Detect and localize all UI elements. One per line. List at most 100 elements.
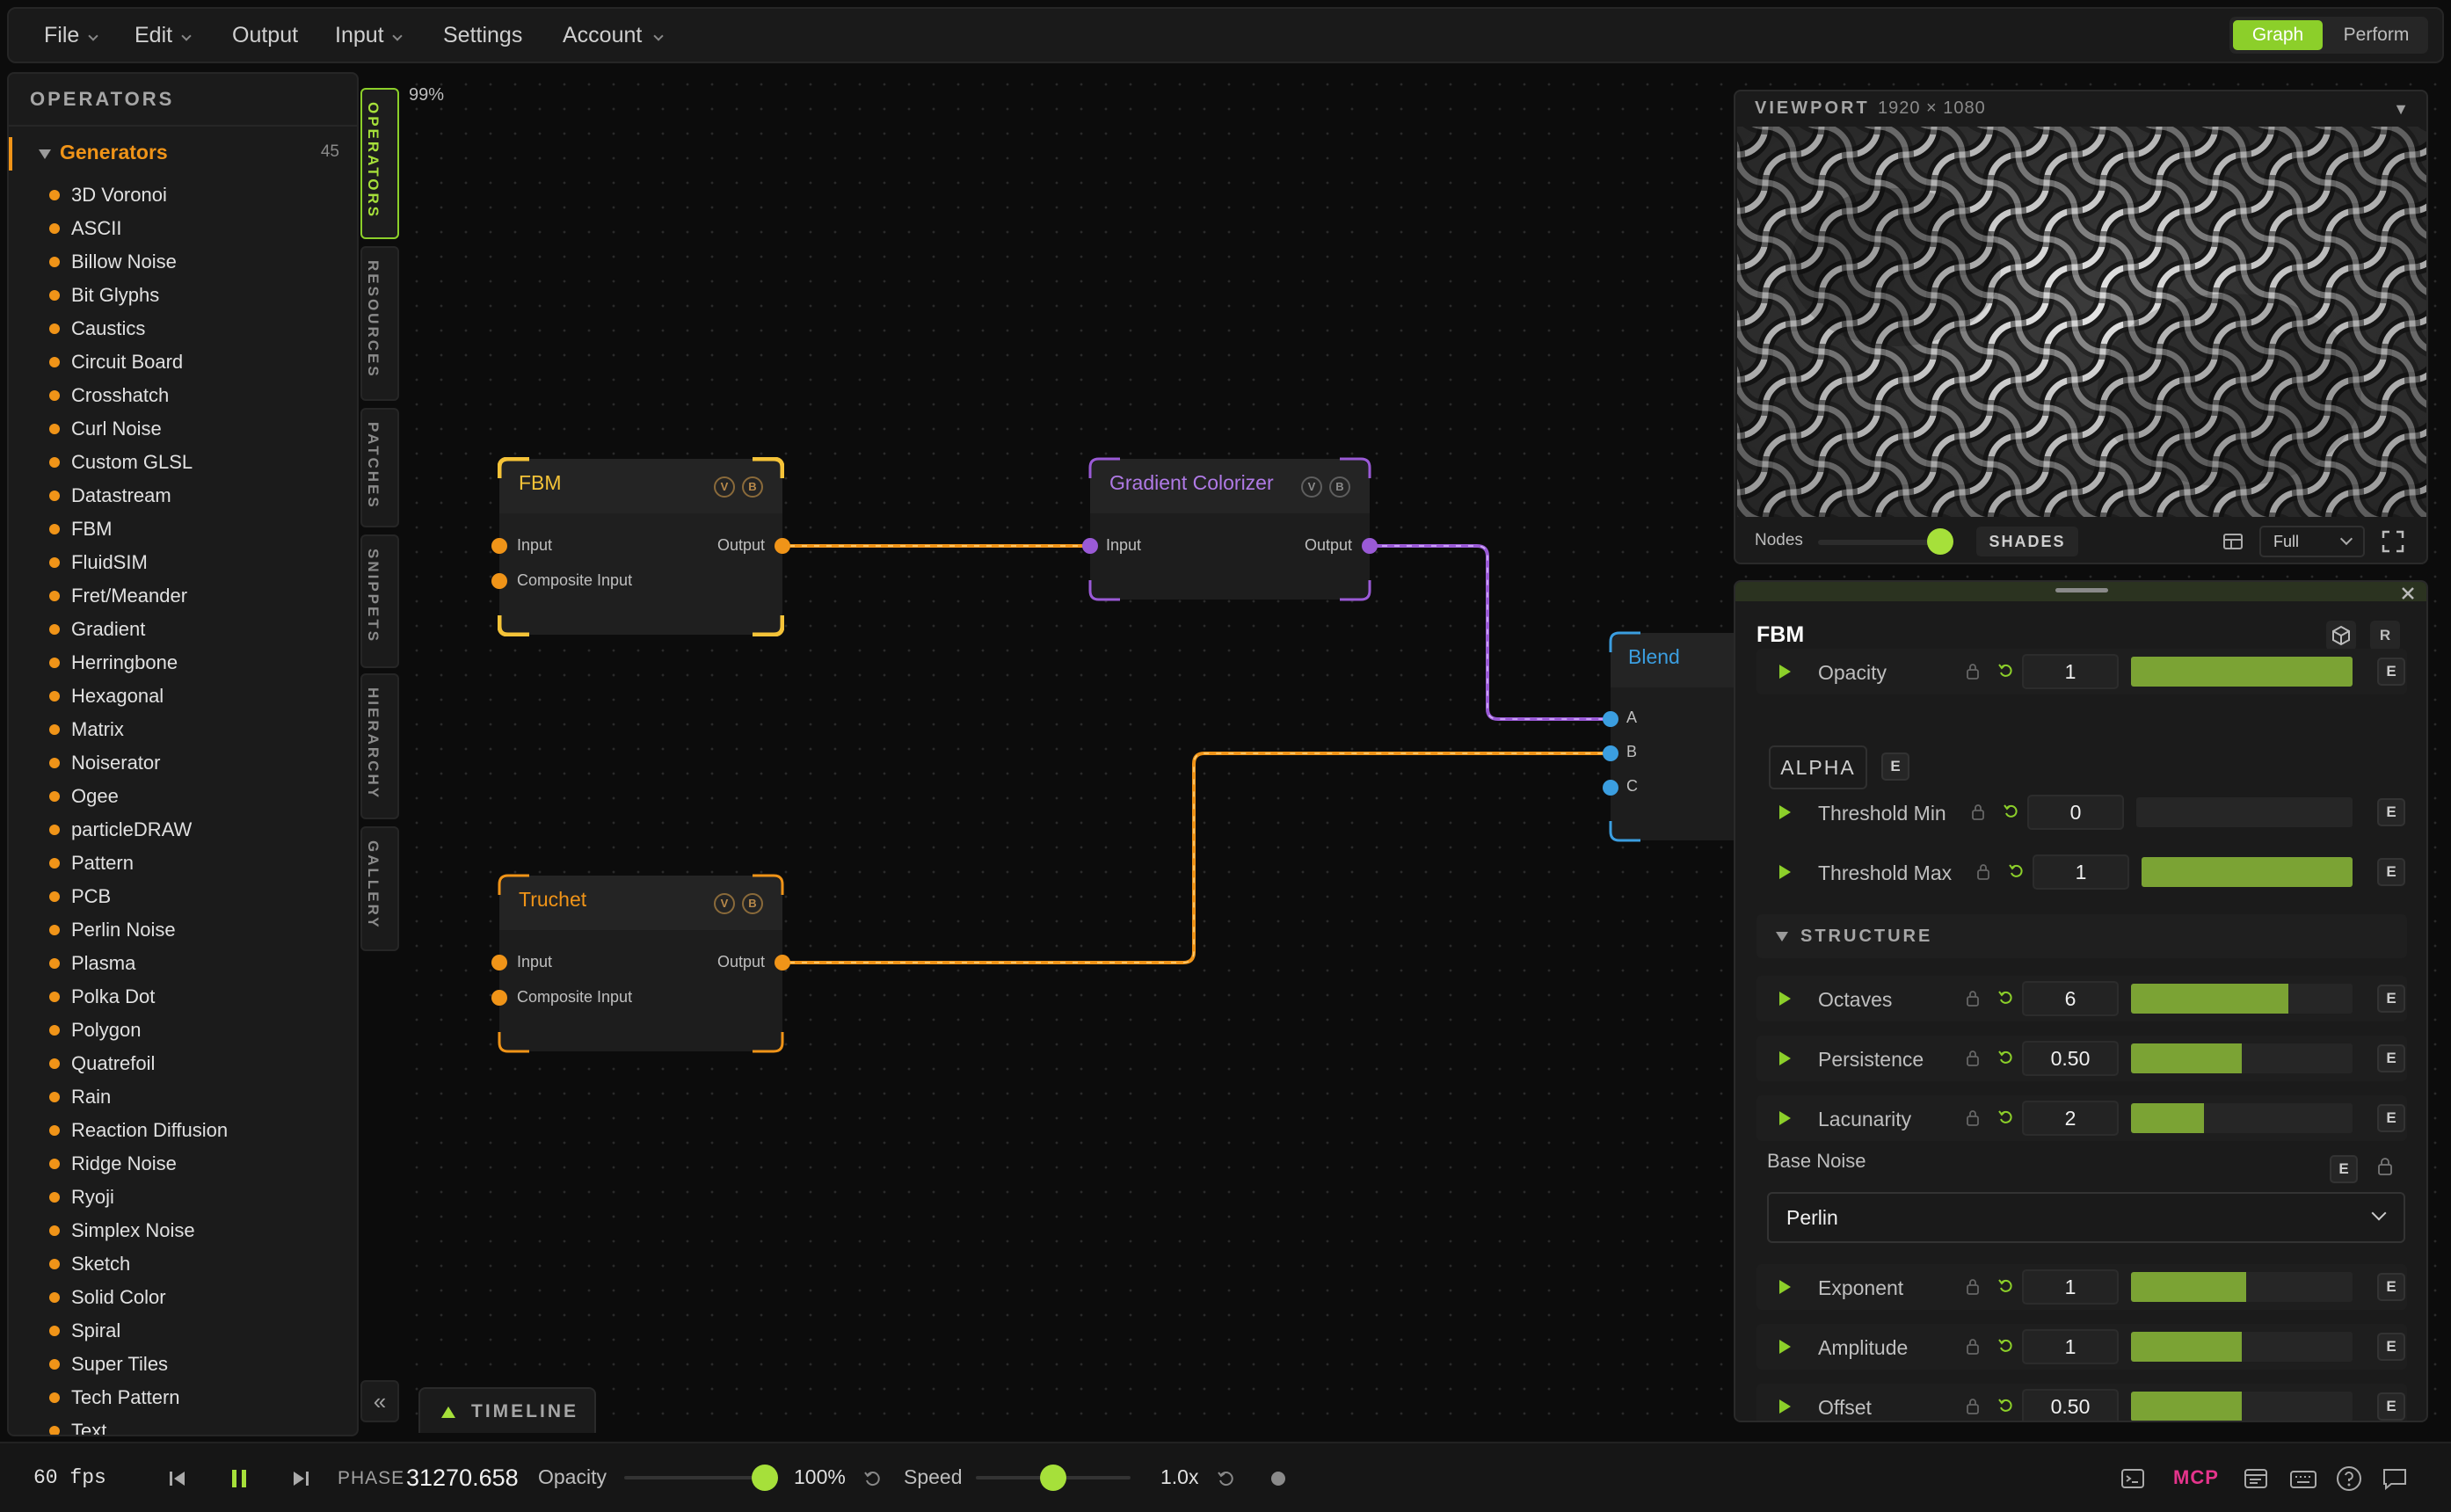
param-expression-button[interactable]: E — [2377, 1104, 2405, 1132]
operator-item[interactable]: ASCII — [9, 211, 357, 244]
operator-item[interactable]: Ridge Noise — [9, 1146, 357, 1180]
operator-item[interactable]: Bit Glyphs — [9, 278, 357, 311]
category-collapse-triangle-icon[interactable] — [39, 149, 51, 159]
inspector-drag-handle[interactable] — [1735, 582, 2426, 601]
node-gradient-output-port[interactable] — [1362, 538, 1378, 554]
viewport-preview[interactable] — [1737, 127, 2426, 517]
wire-gradient-to-blend-a[interactable] — [1370, 544, 1611, 721]
node-fbm-output-port[interactable] — [775, 538, 790, 554]
operator-item[interactable]: Gradient — [9, 612, 357, 645]
speed-slider-handle[interactable] — [1040, 1465, 1066, 1491]
param-value-field[interactable]: 1 — [2033, 854, 2129, 890]
node-blend-a-port[interactable] — [1603, 711, 1618, 727]
param-animate-triangle-icon[interactable] — [1779, 992, 1791, 1006]
param-animate-triangle-icon[interactable] — [1779, 665, 1791, 679]
node-fbm-input-port[interactable] — [491, 538, 507, 554]
operator-item[interactable]: Perlin Noise — [9, 912, 357, 946]
node-gradient-input-port[interactable] — [1082, 538, 1098, 554]
operator-item[interactable]: Pattern — [9, 846, 357, 879]
param-animate-triangle-icon[interactable] — [1779, 1340, 1791, 1354]
operator-item[interactable]: Tech Pattern — [9, 1380, 357, 1414]
operator-item[interactable]: Rain — [9, 1079, 357, 1113]
structure-section-header[interactable]: STRUCTURE — [1756, 914, 2407, 958]
node-fbm-visibility-badge[interactable]: V — [714, 476, 735, 498]
param-lock-icon[interactable] — [1966, 1398, 1980, 1415]
param-reset-icon[interactable] — [1997, 1050, 2013, 1065]
param-lock-icon[interactable] — [1976, 863, 1990, 881]
param-lock-icon[interactable] — [1966, 1050, 1980, 1067]
node-truchet-composite-port[interactable] — [491, 990, 507, 1006]
menu-account[interactable]: Account — [563, 9, 642, 62]
param-value-field[interactable]: 1 — [2022, 1269, 2119, 1305]
param-lock-icon[interactable] — [1966, 1338, 1980, 1356]
menu-input[interactable]: Input — [335, 9, 384, 62]
operator-item[interactable]: Noiserator — [9, 745, 357, 779]
tab-gallery[interactable]: GALLERY — [360, 826, 399, 951]
node-truchet-header[interactable]: Truchet V B — [499, 876, 782, 930]
perform-mode-button[interactable]: Perform — [2343, 25, 2410, 45]
inspector-3d-button[interactable] — [2326, 621, 2356, 651]
param-value-field[interactable]: 0.50 — [2022, 1389, 2119, 1421]
operator-item[interactable]: Caustics — [9, 311, 357, 345]
param-animate-triangle-icon[interactable] — [1779, 1280, 1791, 1294]
operator-item[interactable]: PCB — [9, 879, 357, 912]
param-animate-triangle-icon[interactable] — [1779, 1111, 1791, 1125]
param-slider[interactable] — [2131, 1103, 2353, 1133]
operator-item[interactable]: Solid Color — [9, 1280, 357, 1313]
operator-item[interactable]: Polka Dot — [9, 979, 357, 1013]
speed-reset-icon[interactable] — [1217, 1470, 1234, 1487]
param-animate-triangle-icon[interactable] — [1779, 805, 1791, 819]
tab-hierarchy[interactable]: HIERARCHY — [360, 673, 399, 819]
param-slider[interactable] — [2136, 797, 2353, 827]
base-noise-select[interactable]: Perlin — [1767, 1192, 2405, 1243]
operator-item[interactable]: Datastream — [9, 478, 357, 512]
close-icon[interactable] — [2400, 585, 2416, 601]
operator-item[interactable]: Spiral — [9, 1313, 357, 1347]
collapse-sidebar-button[interactable]: « — [360, 1380, 399, 1422]
node-truchet[interactable]: Truchet V B Input Composite Input Output — [491, 874, 790, 1053]
param-expression-button[interactable]: E — [2377, 1333, 2405, 1361]
param-reset-icon[interactable] — [1997, 1278, 2013, 1294]
nodes-opacity-slider-handle[interactable] — [1927, 528, 1953, 555]
operator-item[interactable]: particleDRAW — [9, 812, 357, 846]
node-blend-b-port[interactable] — [1603, 745, 1618, 761]
menu-edit[interactable]: Edit — [135, 9, 172, 62]
node-gradient-bypass-badge[interactable]: B — [1329, 476, 1350, 498]
nodes-opacity-slider-track[interactable] — [1818, 540, 1932, 545]
help-icon[interactable] — [2335, 1465, 2363, 1493]
param-lock-icon[interactable] — [1971, 803, 1985, 821]
tab-resources[interactable]: RESOURCES — [360, 246, 399, 401]
graph-mode-button[interactable]: Graph — [2233, 20, 2323, 50]
param-lock-icon[interactable] — [1966, 663, 1980, 680]
param-slider[interactable] — [2131, 1392, 2353, 1421]
param-lock-icon[interactable] — [1966, 1278, 1980, 1296]
operator-item[interactable]: Super Tiles — [9, 1347, 357, 1380]
opacity-reset-icon[interactable] — [863, 1470, 881, 1487]
param-value-field[interactable]: 2 — [2022, 1101, 2119, 1136]
menu-output[interactable]: Output — [232, 9, 298, 62]
opacity-slider-track[interactable] — [624, 1476, 765, 1479]
operator-item[interactable]: Circuit Board — [9, 345, 357, 378]
param-expression-button[interactable]: E — [2377, 1273, 2405, 1301]
operator-item[interactable]: Fret/Meander — [9, 578, 357, 612]
node-gradient-header[interactable]: Gradient Colorizer V B — [1090, 459, 1370, 513]
param-lock-icon[interactable] — [1966, 1109, 1980, 1127]
node-gradient-visibility-badge[interactable]: V — [1301, 476, 1322, 498]
operator-item[interactable]: 3D Voronoi — [9, 178, 357, 211]
param-animate-triangle-icon[interactable] — [1779, 1399, 1791, 1414]
tab-patches[interactable]: PATCHES — [360, 408, 399, 527]
param-slider[interactable] — [2131, 984, 2353, 1014]
param-reset-icon[interactable] — [2003, 803, 2018, 819]
param-value-field[interactable]: 6 — [2022, 981, 2119, 1016]
node-fbm[interactable]: FBM V B Input Composite Input Output — [491, 457, 790, 636]
param-expression-button[interactable]: E — [2377, 1044, 2405, 1072]
inspector-reset-button[interactable]: R — [2370, 621, 2400, 651]
shades-button[interactable]: SHADES — [1976, 527, 2078, 556]
terminal-icon[interactable] — [2120, 1466, 2145, 1491]
param-value-field[interactable]: 1 — [2022, 1329, 2119, 1364]
param-expression-button[interactable]: E — [2377, 1392, 2405, 1421]
operator-item[interactable]: FluidSIM — [9, 545, 357, 578]
operator-item[interactable]: Curl Noise — [9, 411, 357, 445]
node-fbm-header[interactable]: FBM V B — [499, 459, 782, 513]
pause-icon[interactable] — [229, 1466, 250, 1491]
